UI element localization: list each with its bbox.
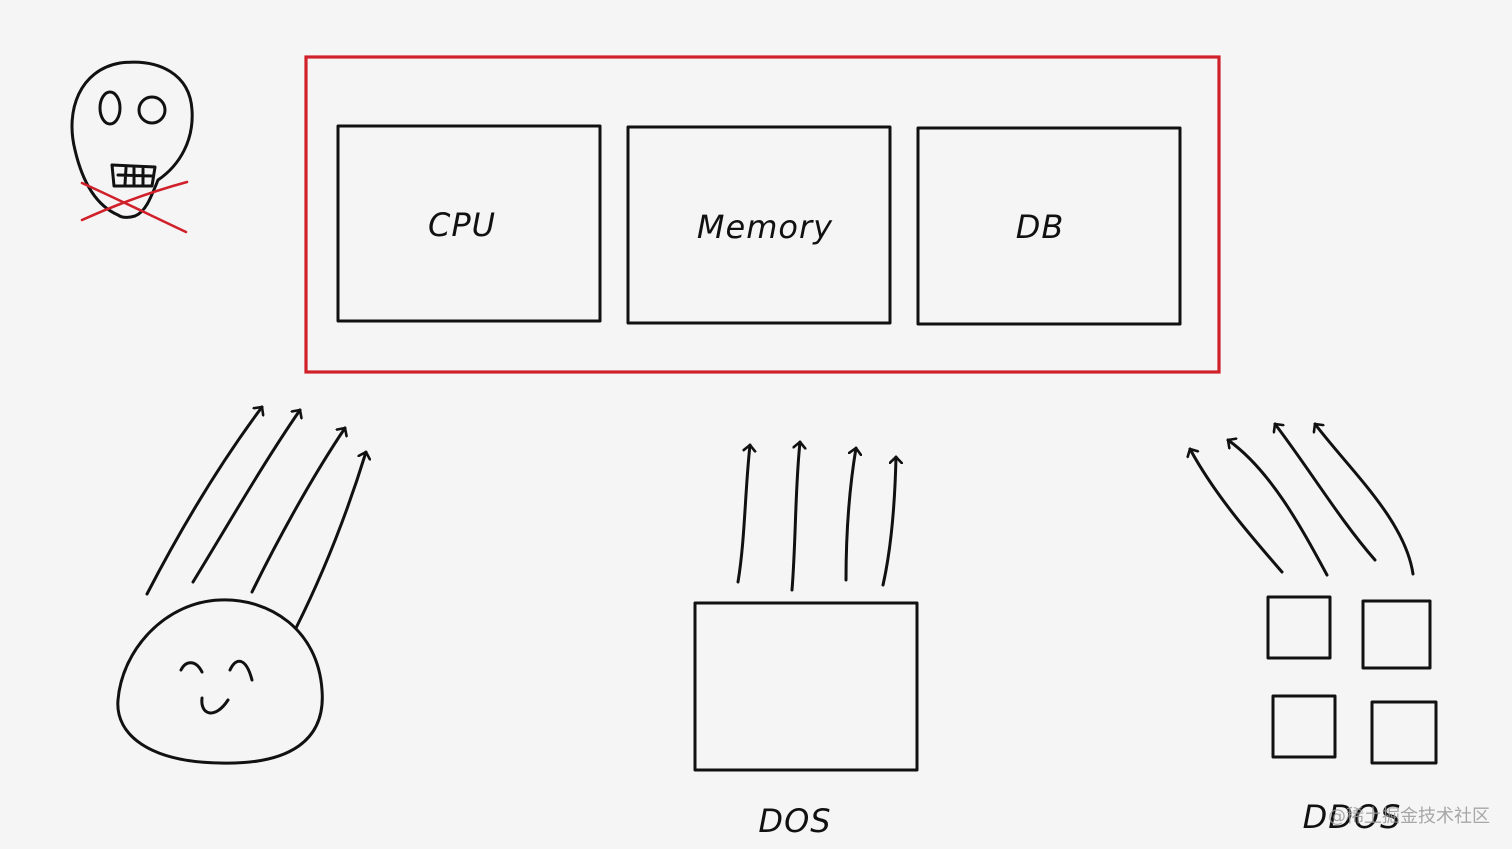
user-request-arrows: [145, 405, 366, 630]
dos-source: DOS: [693, 601, 919, 840]
ddos-arrow-1: [1190, 447, 1284, 574]
user-icon: [116, 598, 324, 765]
dos-machine-box: [693, 601, 919, 772]
resource-label-memory: Memory: [697, 208, 833, 246]
user-arrow-4: [294, 450, 366, 630]
resource-cpu: CPU: [336, 124, 602, 323]
user-arrow-2: [191, 408, 300, 584]
resource-label-cpu: CPU: [428, 206, 496, 244]
ddos-arrow-3: [1275, 422, 1377, 562]
ddos-machine-4: [1370, 700, 1438, 765]
dos-arrow-3: [844, 446, 856, 582]
skull-icon: [70, 60, 194, 219]
user-arrow-3: [250, 426, 345, 594]
ddos-machine-1: [1266, 595, 1332, 660]
resource-label-db: DB: [1016, 208, 1065, 246]
dos-request-arrows: [736, 440, 896, 592]
dead-cross-icon: [80, 180, 189, 234]
ddos-sources: DDOS: [1266, 595, 1438, 836]
ddos-machine-2: [1361, 599, 1432, 670]
resource-box-cpu: [336, 124, 602, 323]
watermark: @稀土掘金技术社区: [1328, 806, 1490, 827]
dos-arrow-4: [881, 455, 896, 587]
dos-label: DOS: [758, 802, 831, 840]
dos-arrow-2: [790, 440, 800, 592]
resource-memory: Memory: [626, 125, 892, 325]
ddos-machine-3: [1271, 694, 1337, 759]
ddos-label: DDOS: [1303, 798, 1402, 836]
user-arrow-1: [145, 405, 262, 596]
ddos-request-arrows: [1190, 422, 1415, 577]
resource-db: DB: [916, 126, 1182, 326]
ddos-arrow-2: [1226, 440, 1329, 577]
dos-arrow-1: [736, 443, 750, 584]
resource-box-db: [916, 126, 1182, 326]
ddos-arrow-4: [1315, 422, 1415, 576]
resource-box-memory: [626, 125, 892, 325]
server-frame: [304, 55, 1221, 374]
